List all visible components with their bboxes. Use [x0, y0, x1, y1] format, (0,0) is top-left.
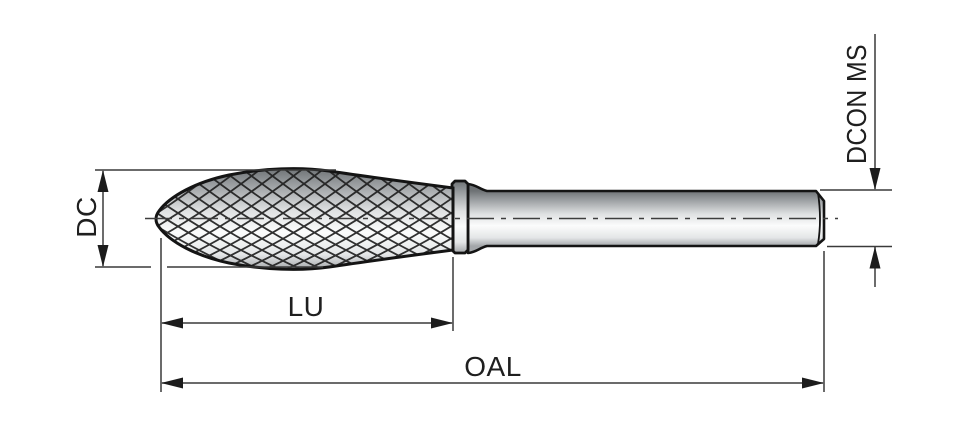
lu-arrow-left — [161, 317, 183, 329]
oal-dimension: OAL — [161, 251, 825, 392]
dc-dimension: DC — [71, 169, 336, 268]
dc-arrow-up — [97, 170, 109, 192]
oal-arrow-right — [802, 377, 824, 389]
lu-dimension: LU — [160, 238, 454, 392]
dcon-ms-label: DCON MS — [841, 44, 872, 164]
dc-arrow-down — [97, 245, 109, 267]
dc-label: DC — [71, 196, 102, 237]
shank — [466, 182, 826, 255]
lu-arrow-right — [431, 317, 453, 329]
dcon-ms-dimension: DCON MS — [820, 34, 892, 287]
burr-head-outline — [154, 167, 455, 271]
shank-chamfer-line — [817, 192, 821, 245]
burr-tool — [145, 167, 838, 271]
dcon-arrow-up — [869, 246, 881, 269]
hatch-family-ascending — [156, 168, 453, 270]
oal-arrow-left — [161, 377, 183, 389]
oal-label: OAL — [464, 351, 522, 382]
dcon-arrow-down — [869, 168, 881, 190]
lu-label: LU — [288, 291, 325, 322]
